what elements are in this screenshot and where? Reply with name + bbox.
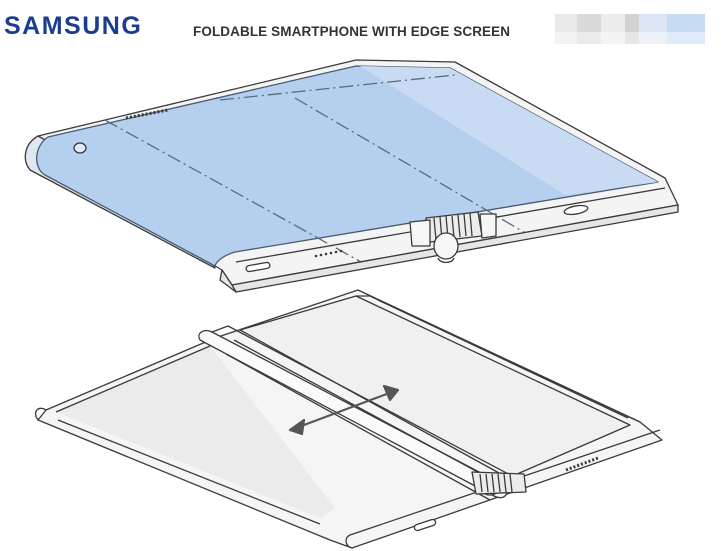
fold-line-2 (294, 97, 535, 239)
folded-device-back (34, 289, 663, 549)
hinge-mechanism (409, 211, 497, 264)
blurred-watermark (555, 14, 705, 44)
usb-port-icon (413, 518, 437, 532)
double-arrow-icon (288, 384, 400, 436)
unfolded-device (24, 59, 679, 293)
center-spine (198, 325, 527, 501)
page-title: FOLDABLE SMARTPHONE WITH EDGE SCREEN (193, 24, 511, 39)
speaker-grille-icon (565, 456, 599, 472)
samsung-logo: SAMSUNG (4, 12, 143, 40)
side-button-icon (563, 204, 589, 216)
fold-line-1 (104, 119, 373, 269)
usb-port-icon (245, 261, 271, 273)
camera-icon (73, 142, 87, 154)
speaker-grille-icon (314, 249, 343, 258)
